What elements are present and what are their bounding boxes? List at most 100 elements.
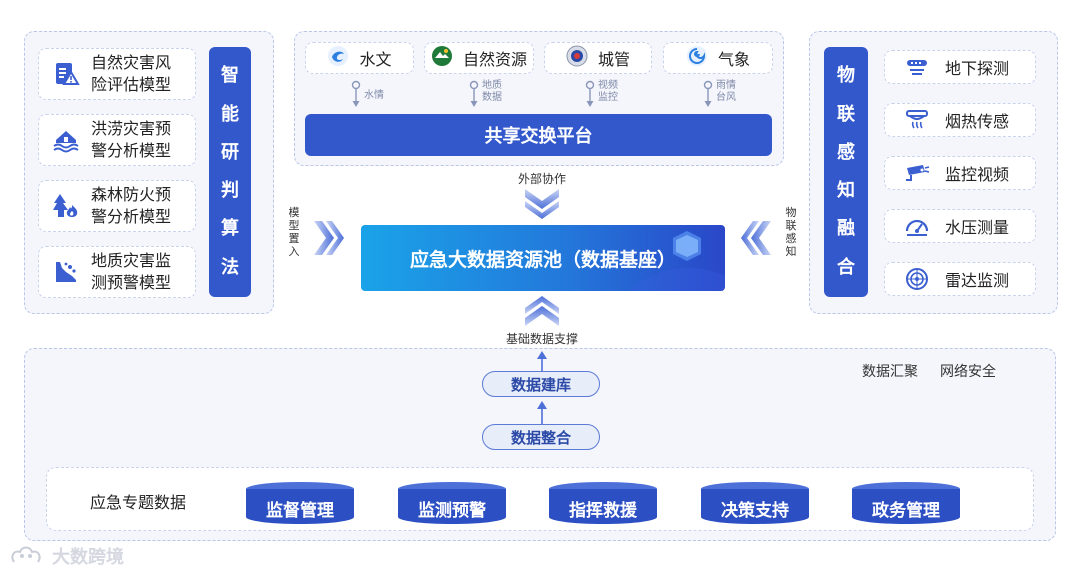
- data-integration-pill[interactable]: 数据整合: [482, 424, 600, 450]
- sub-label: 监控: [598, 92, 618, 103]
- model-name-line1: 森林防火预: [91, 185, 172, 204]
- db-cylinder-rescue[interactable]: 指挥救援: [549, 482, 657, 524]
- sensor-label: 雷达监测: [945, 271, 1010, 290]
- urban-management-icon: [566, 45, 588, 71]
- title-char: 算: [221, 218, 239, 240]
- db-cylinder-decision[interactable]: 决策支持: [701, 482, 809, 524]
- cylinder-label: 监测预警: [398, 489, 506, 524]
- up-chevron-arrow-icon: [525, 296, 559, 326]
- model-card-risk[interactable]: 自然灾害风险评估模型: [38, 48, 196, 100]
- source-label: 水文: [359, 50, 392, 69]
- source-card-natural-resources[interactable]: 自然资源: [424, 42, 534, 74]
- pool-title: 应急大数据资源池（数据基座）: [409, 248, 676, 271]
- watermark-text: 大数跨境: [52, 547, 124, 568]
- iot-sense-label: 物联感知: [785, 206, 797, 258]
- title-char: 知: [837, 180, 855, 202]
- document-warning-icon: [49, 57, 83, 91]
- algorithm-title-bar: 智 能 研 判 算 法: [209, 47, 251, 297]
- title-char: 法: [221, 256, 239, 278]
- sub-label: 数据: [482, 92, 502, 103]
- title-char: 智: [221, 65, 239, 87]
- title-char: 联: [837, 103, 855, 125]
- source-label: 气象: [717, 50, 750, 69]
- title-char: 物: [837, 65, 855, 87]
- source-label: 城管: [597, 50, 630, 69]
- title-char: 合: [837, 256, 855, 278]
- source-card-hydrology[interactable]: 水文: [305, 42, 414, 74]
- pin-arrow-icon: [585, 80, 595, 107]
- exchange-platform-bar[interactable]: 共享交换平台: [305, 114, 772, 156]
- model-input-text: 模型置入: [288, 206, 300, 258]
- title-char: 判: [221, 180, 239, 202]
- left-chevron-arrow-icon: [741, 221, 771, 255]
- pressure-gauge-icon: [903, 212, 931, 240]
- sensor-label: 烟热传感: [945, 112, 1010, 131]
- smoke-heat-sensor-icon: [903, 106, 931, 134]
- db-cylinder-supervision[interactable]: 监督管理: [246, 482, 354, 524]
- sensor-label: 地下探测: [945, 59, 1010, 78]
- up-arrow-icon: [537, 401, 547, 424]
- source-sub-urban: 视频监控: [584, 80, 628, 110]
- sensor-label: 水压测量: [945, 218, 1010, 237]
- pin-arrow-icon: [703, 80, 713, 107]
- model-card-flood[interactable]: 洪涝灾害预警分析模型: [38, 114, 196, 166]
- source-label: 自然资源: [462, 50, 527, 69]
- title-char: 研: [221, 141, 239, 163]
- title-char: 融: [837, 218, 855, 240]
- sensor-label: 监控视频: [945, 165, 1010, 184]
- network-security-tag: 网络安全: [940, 364, 996, 380]
- iot-title-bar: 物 联 感 知 融 合: [824, 47, 868, 297]
- model-input-label: 模型置入: [288, 206, 300, 258]
- sensor-card-underground[interactable]: 地下探测: [884, 50, 1036, 84]
- db-cylinder-government[interactable]: 政务管理: [852, 482, 960, 524]
- radar-icon: [903, 265, 931, 293]
- sensor-card-camera[interactable]: 监控视频: [884, 156, 1036, 190]
- cylinder-label: 指挥救援: [549, 489, 657, 524]
- cylinder-label: 政务管理: [852, 489, 960, 524]
- pin-arrow-icon: [351, 80, 361, 107]
- sensor-card-radar[interactable]: 雷达监测: [884, 262, 1036, 296]
- source-sub-natural: 地质数据: [468, 80, 512, 110]
- model-name-line2: 警分析模型: [91, 207, 172, 226]
- sub-label: 地质: [482, 80, 502, 91]
- sub-label: 视频: [598, 80, 618, 91]
- db-cylinder-monitoring[interactable]: 监测预警: [398, 482, 506, 524]
- external-collab-label: 外部协作: [517, 172, 566, 186]
- watermark: 大数跨境: [8, 543, 124, 569]
- title-char: 感: [837, 141, 855, 163]
- forest-fire-icon: [49, 189, 83, 223]
- meteorology-icon: [686, 45, 708, 71]
- model-name-line1: 地质灾害监: [91, 251, 172, 270]
- special-data-label: 应急专题数据: [90, 493, 187, 512]
- model-name-line1: 洪涝灾害预: [91, 119, 172, 138]
- sub-label: 台风: [716, 92, 736, 103]
- iot-sense-text: 物联感知: [785, 206, 797, 258]
- source-card-urban[interactable]: 城管: [544, 42, 652, 74]
- source-card-meteorology[interactable]: 气象: [663, 42, 773, 74]
- sub-label: 水情: [364, 90, 384, 101]
- watermark-logo-icon: [11, 546, 41, 563]
- model-card-forest-fire[interactable]: 森林防火预警分析模型: [38, 180, 196, 232]
- emergency-data-pool[interactable]: 应急大数据资源池（数据基座）: [361, 225, 725, 291]
- model-name-line2: 险评估模型: [91, 75, 172, 94]
- down-chevron-arrow-icon: [525, 189, 559, 219]
- title-char: 能: [221, 103, 239, 125]
- hydrology-icon: [327, 45, 349, 71]
- sensor-card-smoke-heat[interactable]: 烟热传感: [884, 103, 1036, 137]
- natural-resources-icon: [431, 45, 453, 71]
- flood-house-icon: [49, 123, 83, 157]
- surveillance-camera-icon: [903, 159, 931, 187]
- sensor-card-pressure[interactable]: 水压测量: [884, 209, 1036, 243]
- model-card-geology[interactable]: 地质灾害监测预警模型: [38, 246, 196, 298]
- data-warehouse-pill[interactable]: 数据建库: [482, 371, 600, 397]
- cylinder-label: 监督管理: [246, 489, 354, 524]
- model-name-line2: 警分析模型: [91, 141, 172, 160]
- right-chevron-arrow-icon: [314, 221, 344, 255]
- model-name-line1: 自然灾害风: [91, 53, 172, 72]
- hexagon-decoration-icon: [629, 231, 725, 291]
- source-sub-meteorology: 雨情台风: [702, 80, 746, 110]
- underground-probe-icon: [903, 53, 931, 81]
- data-aggregation-tag: 数据汇聚: [862, 364, 918, 380]
- cylinder-label: 决策支持: [701, 489, 809, 524]
- model-name-line2: 测预警模型: [91, 273, 172, 292]
